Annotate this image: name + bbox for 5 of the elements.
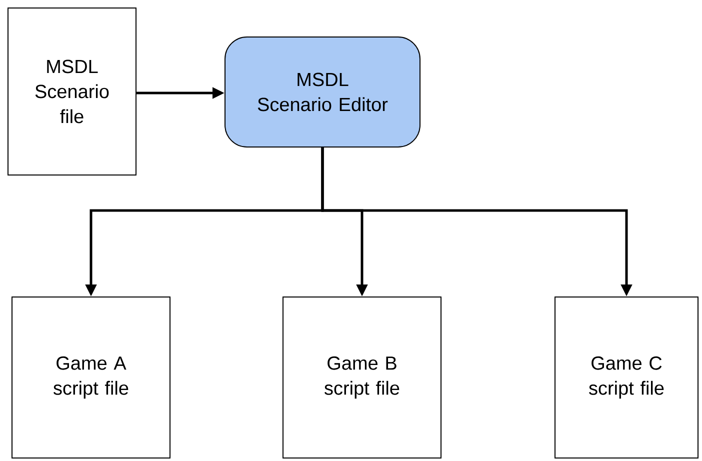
process-box: MSDL Scenario Editor — [224, 36, 420, 148]
document-box: MSDL Scenario file — [8, 8, 136, 176]
document-box: Game A script file — [12, 296, 170, 458]
document-box: Game B script file — [282, 296, 442, 458]
document-box: Game C script file — [554, 296, 698, 458]
